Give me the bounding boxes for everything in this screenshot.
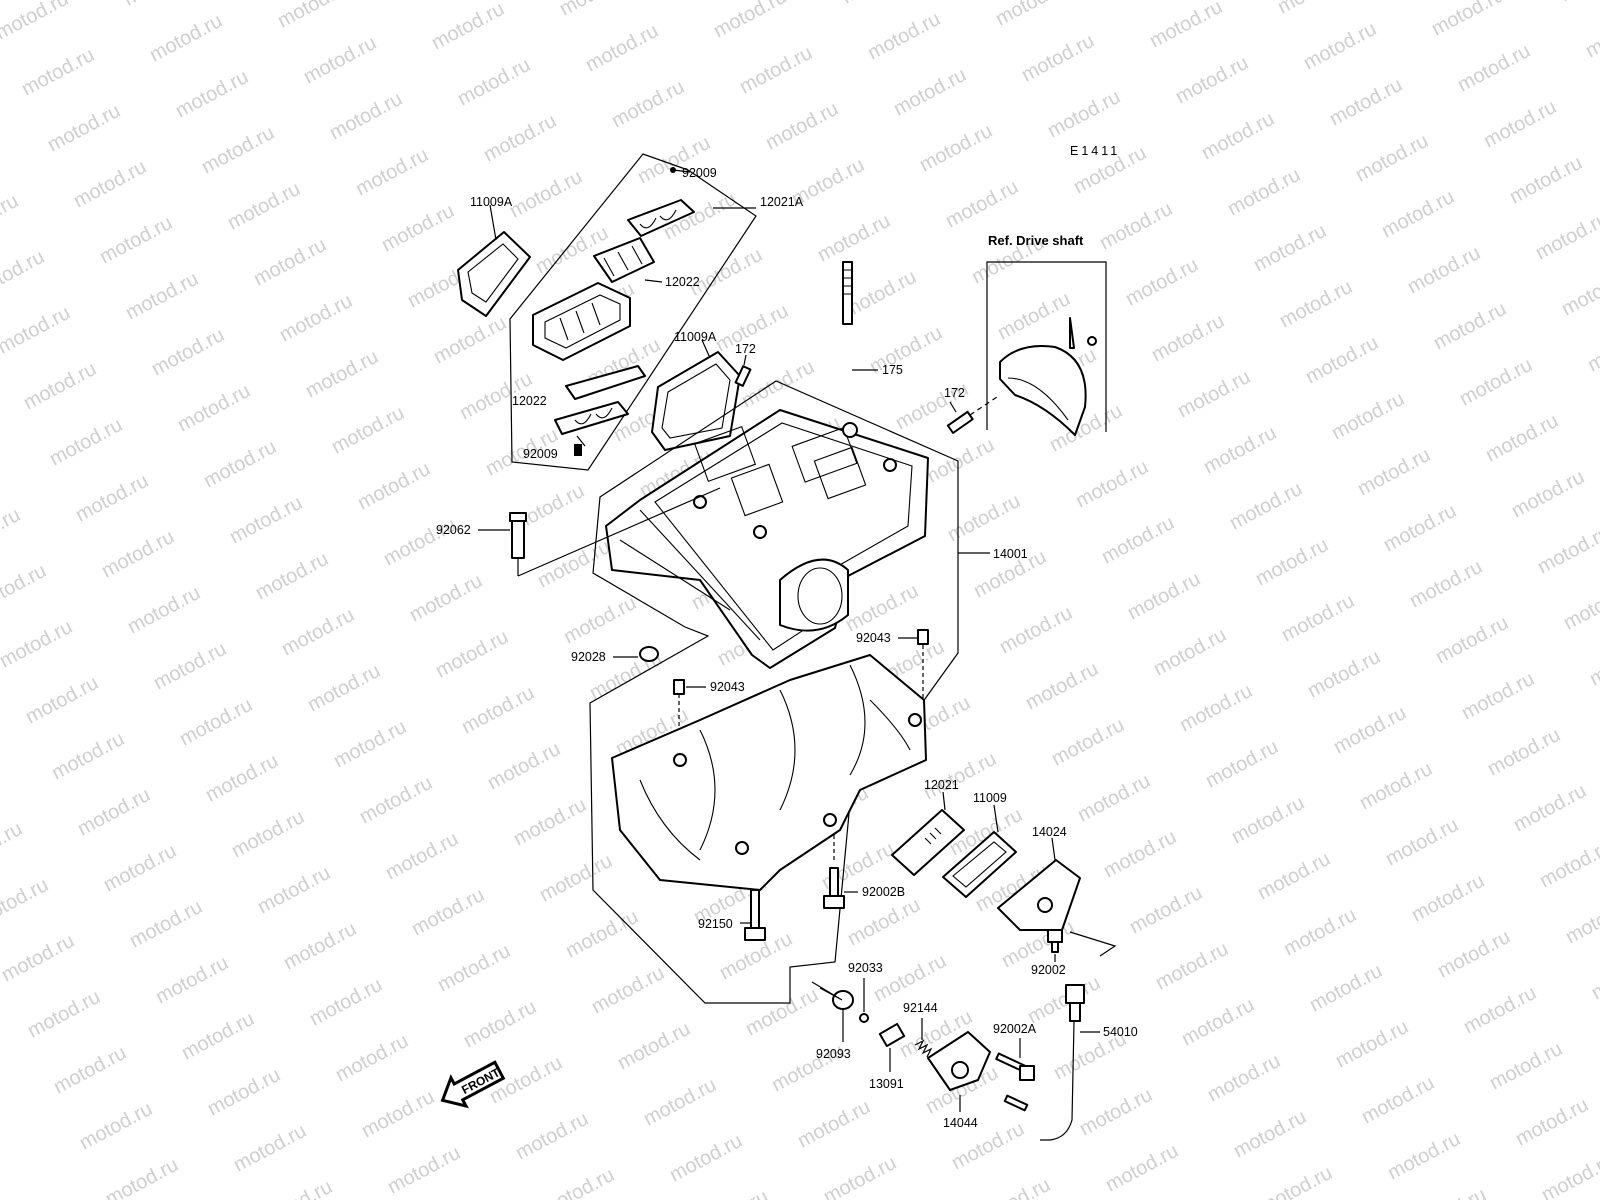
collar-92093	[811, 981, 854, 1042]
label-92002B: 92002B	[862, 885, 905, 899]
label-12022-right: 12022	[665, 275, 700, 289]
stud-175	[842, 261, 878, 371]
bracket-14044	[927, 1031, 991, 1112]
label-12021: 12021	[924, 778, 959, 792]
lower-crankcase-half	[611, 654, 927, 891]
gasket-11009A-mid	[651, 339, 741, 451]
dipstick-54010	[1040, 984, 1100, 1141]
label-92144: 92144	[903, 1001, 938, 1015]
drive-shaft-cover	[999, 317, 1097, 436]
bolt-92062	[478, 487, 721, 577]
label-92009-bottom: 92009	[523, 447, 558, 461]
plug-92028	[613, 646, 659, 662]
front-arrow: FRONT	[440, 1060, 506, 1109]
label-172-right: 172	[944, 386, 965, 400]
cover-12021	[891, 791, 965, 876]
label-11009A-left: 11009A	[470, 195, 513, 209]
label-13091: 13091	[869, 1077, 904, 1091]
bolt-92002	[1047, 929, 1117, 962]
washer-92033	[859, 978, 869, 1023]
label-92002: 92002	[1031, 963, 1066, 977]
label-92043-right: 92043	[856, 631, 891, 645]
diagram-code: E1411	[1070, 144, 1120, 158]
upper-crankcase-half	[605, 409, 929, 669]
label-14001: 14001	[993, 547, 1028, 561]
dowel-92043-right	[898, 629, 929, 700]
drive-shaft-ref-bracket	[986, 261, 1107, 432]
dowel-92043-mid	[673, 679, 706, 760]
pin-13091	[878, 1022, 906, 1072]
label-92009-top: 92009	[682, 166, 717, 180]
reed-valve-block	[532, 282, 631, 361]
stud-172-top	[734, 354, 752, 387]
gasket-11009A-left	[457, 204, 531, 317]
label-92043-mid: 92043	[710, 680, 745, 694]
label-11009A-mid: 11009A	[674, 330, 717, 344]
label-14024: 14024	[1032, 825, 1067, 839]
stud-172-right	[946, 394, 1001, 434]
label-11009: 11009	[973, 791, 1007, 805]
label-175: 175	[882, 363, 903, 377]
label-92062: 92062	[436, 523, 471, 537]
label-92093: 92093	[816, 1047, 851, 1061]
label-14044: 14044	[943, 1116, 978, 1130]
label-12021A: 12021A	[760, 195, 804, 209]
bolt-92002A	[995, 1038, 1035, 1112]
reed-valve-group-bracket	[509, 153, 757, 471]
cover-14024	[997, 837, 1081, 931]
spring-92144	[914, 1018, 933, 1058]
reed-petal-12022-left	[554, 365, 646, 456]
label-54010: 54010	[1103, 1025, 1138, 1039]
label-12022-left: 12022	[512, 394, 547, 408]
label-92002A: 92002A	[993, 1022, 1037, 1036]
label-ref-drive-shaft: Ref. Drive shaft	[988, 233, 1084, 248]
reed-petal-12022-right	[593, 237, 663, 283]
bolt-92150	[740, 889, 766, 941]
label-92033: 92033	[848, 961, 883, 975]
label-92028: 92028	[571, 650, 606, 664]
label-92150: 92150	[698, 917, 733, 931]
gasket-11009	[942, 804, 1017, 898]
bolt-92002B	[823, 835, 858, 909]
reed-stopper-top	[627, 167, 695, 237]
label-172-top: 172	[735, 342, 756, 356]
